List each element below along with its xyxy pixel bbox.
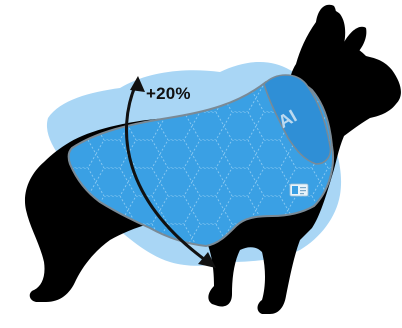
jacket-tag [289, 183, 309, 197]
jacket-collar [263, 74, 332, 165]
expansion-arrow [125, 82, 210, 264]
arrow-head-bottom [198, 252, 216, 268]
size-increase-label: +20% [146, 84, 191, 103]
jacket-quilting [67, 77, 334, 248]
jacket: AI [67, 74, 334, 248]
arrow-head-top [130, 76, 145, 92]
